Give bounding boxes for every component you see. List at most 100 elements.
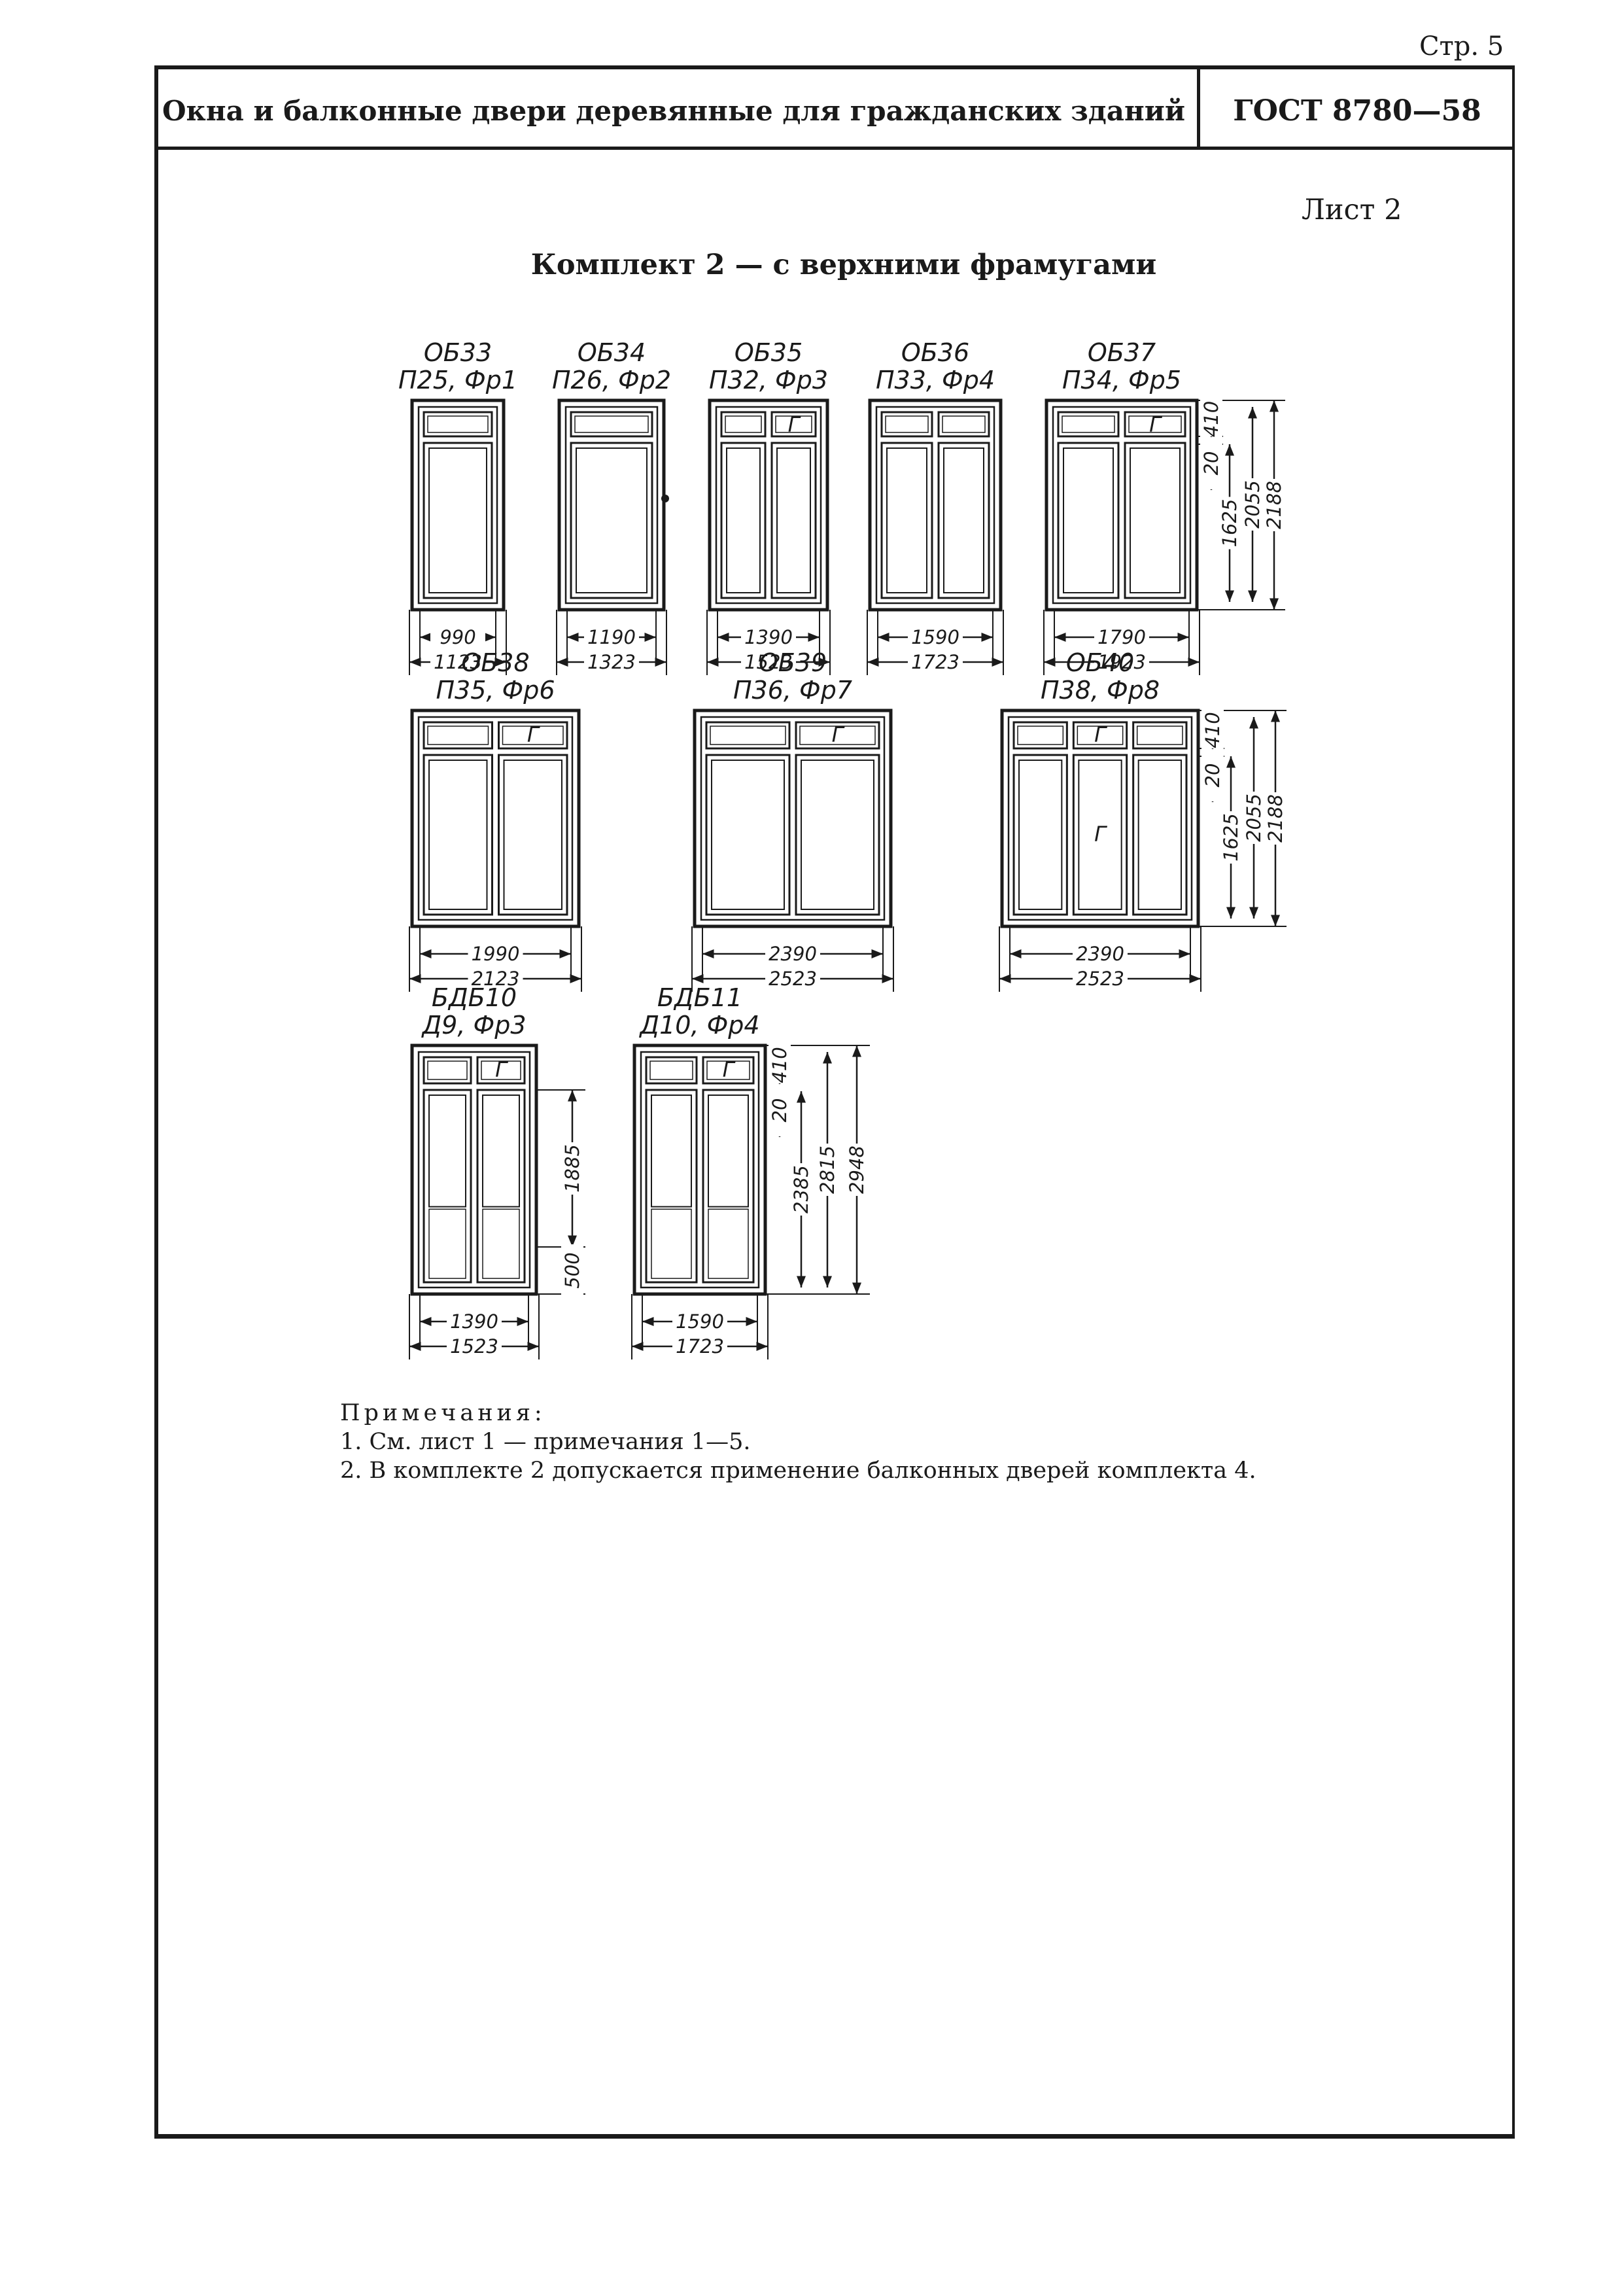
dim-transom-value: 410	[1200, 401, 1222, 437]
sash	[880, 442, 933, 599]
dim-inner-gap	[584, 625, 639, 648]
dim-outer-value: 2523	[1076, 968, 1124, 990]
transom-mark: Г	[1094, 722, 1107, 747]
dim-b-gap	[816, 1144, 838, 1196]
transom-glass	[481, 1060, 521, 1080]
transom-pane	[476, 1056, 526, 1085]
door-glass	[482, 1095, 520, 1208]
transom-pane	[1072, 721, 1128, 750]
transom-mark: Г	[788, 412, 801, 437]
sash	[1132, 754, 1188, 916]
dim-outer-gap	[765, 967, 820, 989]
dim-c-gap	[846, 1144, 868, 1196]
outer-frame	[1045, 398, 1199, 612]
header-bottom-rule	[154, 147, 1515, 150]
transom-glass	[710, 726, 786, 745]
sash	[937, 442, 990, 599]
transom-glass	[775, 415, 812, 433]
door-glass	[428, 1095, 466, 1208]
handle-icon	[661, 495, 669, 502]
transom-glass	[1128, 415, 1182, 433]
transom-pane	[498, 721, 568, 750]
outer-frame	[693, 709, 893, 928]
set-caption: Комплект 2 — с верхними фрамугами	[530, 249, 1157, 281]
dim-inner-gap	[741, 625, 796, 648]
sash-glass	[943, 447, 984, 593]
dim-lower-value: 500	[561, 1252, 583, 1288]
dim-transom-value: 410	[769, 1047, 791, 1083]
dim-outer-value: 2123	[472, 968, 520, 990]
dim-inner-gap	[908, 625, 963, 648]
dim-total-inner-value: 2055	[1243, 794, 1265, 842]
transom-pane	[423, 1056, 472, 1085]
transom-pane	[770, 411, 817, 438]
transom-pane	[795, 721, 880, 750]
sash	[476, 1089, 526, 1284]
item-sub: Д10, Фр4	[638, 1011, 759, 1040]
transom-glass	[885, 415, 929, 433]
sash-glass	[428, 447, 487, 593]
sash	[795, 754, 880, 916]
dim-inner-value: 1590	[911, 626, 959, 648]
transom-glass	[725, 415, 762, 433]
dim-inner-value: 2390	[769, 943, 817, 965]
sash-glass	[776, 447, 811, 593]
dim-c-value: 2948	[846, 1146, 868, 1194]
dim-outer-value: 1523	[450, 1335, 498, 1358]
door-glass	[651, 1095, 692, 1208]
sash	[1057, 442, 1120, 599]
item-code: ОБ34	[578, 338, 646, 367]
sash	[720, 442, 767, 599]
transom-pane	[570, 411, 653, 438]
item-sub: П36, Фр7	[733, 676, 852, 705]
footer-rule	[154, 2134, 1515, 2139]
sash	[570, 442, 653, 599]
item-sub: П38, Фр8	[1041, 676, 1160, 705]
transom-glass	[799, 726, 876, 745]
item-code: ОБ33	[424, 338, 492, 367]
transom-mark: Г	[495, 1057, 508, 1082]
dim-outer-value: 1523	[744, 651, 793, 673]
transom-pane	[1057, 411, 1120, 438]
sash-glass	[801, 760, 874, 910]
dim-inner-gap	[447, 1310, 502, 1332]
dim-outer-value: 2523	[769, 968, 817, 990]
outer-frame	[708, 398, 829, 612]
sash	[1124, 442, 1186, 599]
dim-outer-value: 1123	[434, 651, 482, 673]
transom-mark: Г	[723, 1057, 736, 1082]
sash	[1012, 754, 1068, 916]
dim-gap-value: 20	[769, 1098, 791, 1123]
sash-glass	[726, 447, 761, 593]
item-code: ОБ38	[461, 648, 529, 677]
transom-glass	[1136, 726, 1183, 745]
dim-a-gap	[790, 1163, 812, 1216]
sash-glass	[1063, 447, 1114, 593]
transom-glass	[1077, 726, 1124, 745]
sash	[702, 1089, 755, 1284]
dim-outer-gap	[1094, 650, 1149, 673]
transom-pane	[880, 411, 933, 438]
dim-outer-gap	[908, 650, 963, 673]
door-panel	[651, 1208, 692, 1279]
notes-heading: Примечания:	[340, 1400, 546, 1426]
inner-frame	[700, 716, 886, 921]
transom-glass	[502, 726, 564, 745]
item-code: ОБ35	[734, 338, 803, 367]
inner-frame	[875, 406, 995, 604]
inner-frame	[640, 1051, 760, 1289]
dim-total-inner-gap	[1243, 792, 1265, 844]
inner-frame	[417, 406, 498, 604]
dim-inner-value: 1990	[472, 943, 520, 965]
note-1: 1. См. лист 1 — примечания 1—5.	[340, 1429, 751, 1455]
dim-inner-value: 1190	[587, 626, 636, 648]
notes-block: Примечания: 1. См. лист 1 — примечания 1…	[340, 1399, 1256, 1485]
transom-mark: Г	[1149, 412, 1162, 437]
